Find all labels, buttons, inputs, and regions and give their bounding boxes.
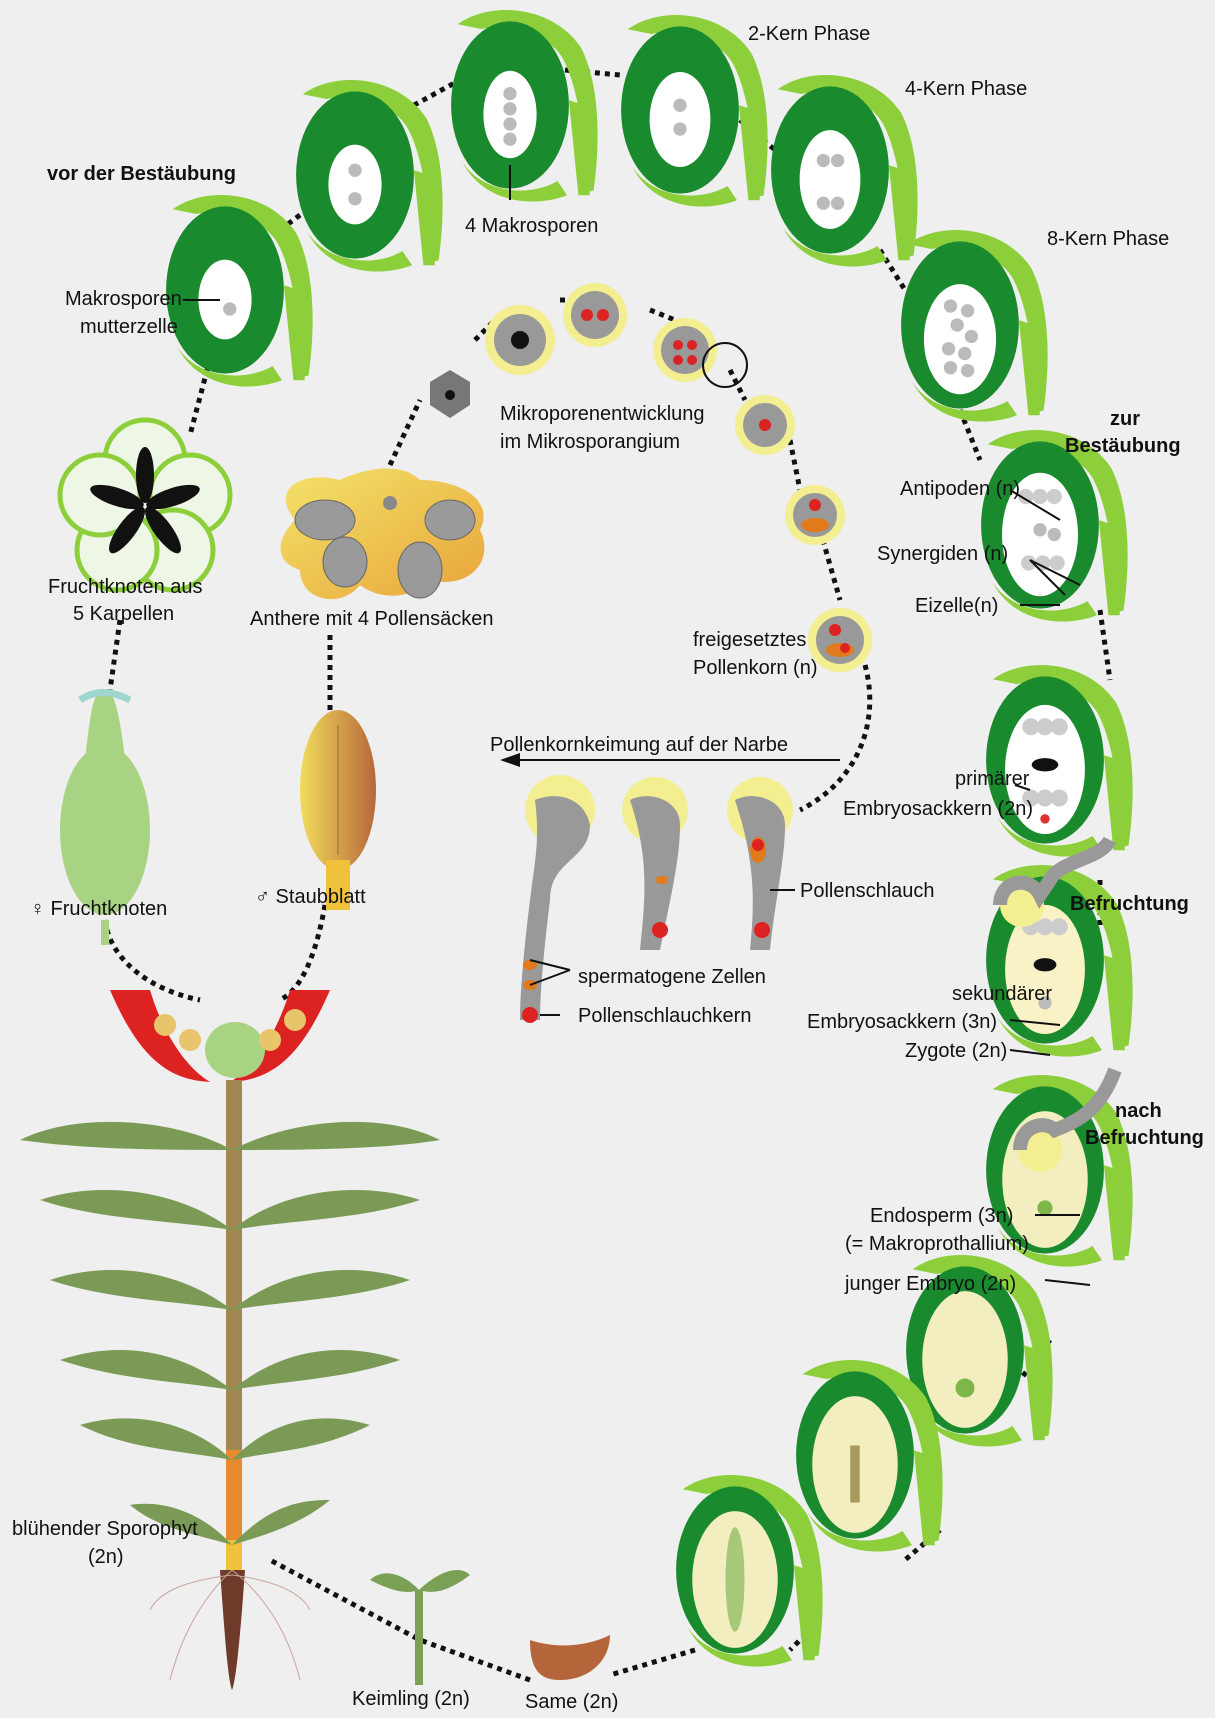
label-after-fertilization-1: nach: [1115, 1100, 1162, 1122]
label-four-nucleus-phase: 4-Kern Phase: [905, 78, 1027, 100]
label-antipodes: Antipoden (n): [900, 478, 1020, 500]
label-fertilization: Befruchtung: [1070, 893, 1189, 915]
label-anther-pollen-sacs: Anthere mit 4 Pollensäcken: [250, 608, 493, 630]
label-spermatogenous-cells: spermatogene Zellen: [578, 966, 766, 988]
label-ovary: ♀ Fruchtknoten: [30, 898, 167, 920]
label-primary-nucleus-1: primärer: [955, 768, 1030, 790]
seedling: [370, 1570, 470, 1685]
ovule-four-macrospores: [451, 10, 598, 202]
label-four-macrospores: 4 Makrosporen: [465, 215, 598, 237]
microspore-sequence: [430, 283, 872, 672]
label-young-embryo: junger Embryo (2n): [844, 1273, 1016, 1295]
label-egg-cell: Eizelle(n): [915, 595, 998, 617]
anther-cross-section: [281, 468, 485, 599]
ovule-meiosis: [296, 80, 443, 272]
label-microspore-2: im Mikrosporangium: [500, 431, 680, 453]
label-pollen-tube-nucleus: Pollenschlauchkern: [578, 1005, 751, 1027]
ovule-eight-nucleus: [901, 230, 1048, 422]
ovule-fertilization: [986, 665, 1133, 857]
label-macrospore-mother-2: mutterzelle: [80, 316, 178, 338]
ovule-two-nucleus: [621, 15, 768, 207]
label-pollen-tube: Pollenschlauch: [800, 880, 935, 902]
label-to-pollination-1: zur: [1110, 408, 1140, 430]
label-secondary-nucleus-1: sekundärer: [952, 983, 1052, 1005]
label-pollen-germination: Pollenkornkeimung auf der Narbe: [490, 734, 788, 756]
seed: [530, 1635, 610, 1680]
label-endosperm-1: Endosperm (3n): [870, 1205, 1013, 1227]
label-pollen-grain-2: Pollenkorn (n): [693, 657, 818, 679]
label-eight-nucleus-phase: 8-Kern Phase: [1047, 228, 1169, 250]
label-primary-nucleus-2: Embryosackkern (2n): [843, 798, 1033, 820]
ovule-ready-pollination: [981, 430, 1128, 622]
label-microspore-1: Mikroporenentwicklung: [500, 403, 705, 425]
label-secondary-nucleus-2: Embryosackkern (3n): [807, 1011, 997, 1033]
label-endosperm-2: (= Makroprothallium): [845, 1233, 1029, 1255]
stamen-drawing: [300, 710, 376, 910]
sporophyte-plant: [20, 990, 440, 1690]
ovule-embryo-growth-3: [676, 1475, 823, 1667]
label-zygote: Zygote (2n): [905, 1040, 1007, 1062]
ovule-four-nucleus: [771, 75, 918, 267]
label-after-fertilization-2: Befruchtung: [1085, 1127, 1204, 1149]
label-seedling: Keimling (2n): [352, 1688, 470, 1710]
label-sporophyte-2: (2n): [88, 1546, 124, 1568]
label-ovary-carpels-2: 5 Karpellen: [73, 603, 174, 625]
label-stamen: ♂ Staubblatt: [255, 886, 366, 908]
label-seed: Same (2n): [525, 1691, 618, 1713]
ovary-cross-section: [60, 420, 230, 590]
label-macrospore-mother-1: Makrosporen-: [65, 288, 188, 310]
label-to-pollination-2: Bestäubung: [1065, 435, 1181, 457]
label-pollen-grain-1: freigesetztes: [693, 629, 806, 651]
label-synergids: Synergiden (n): [877, 543, 1008, 565]
label-sporophyte-1: blühender Sporophyt: [12, 1518, 198, 1540]
label-before-pollination: vor der Bestäubung: [47, 163, 236, 185]
label-ovary-carpels-1: Fruchtknoten aus: [48, 576, 203, 598]
label-two-nucleus-phase: 2-Kern Phase: [748, 23, 870, 45]
